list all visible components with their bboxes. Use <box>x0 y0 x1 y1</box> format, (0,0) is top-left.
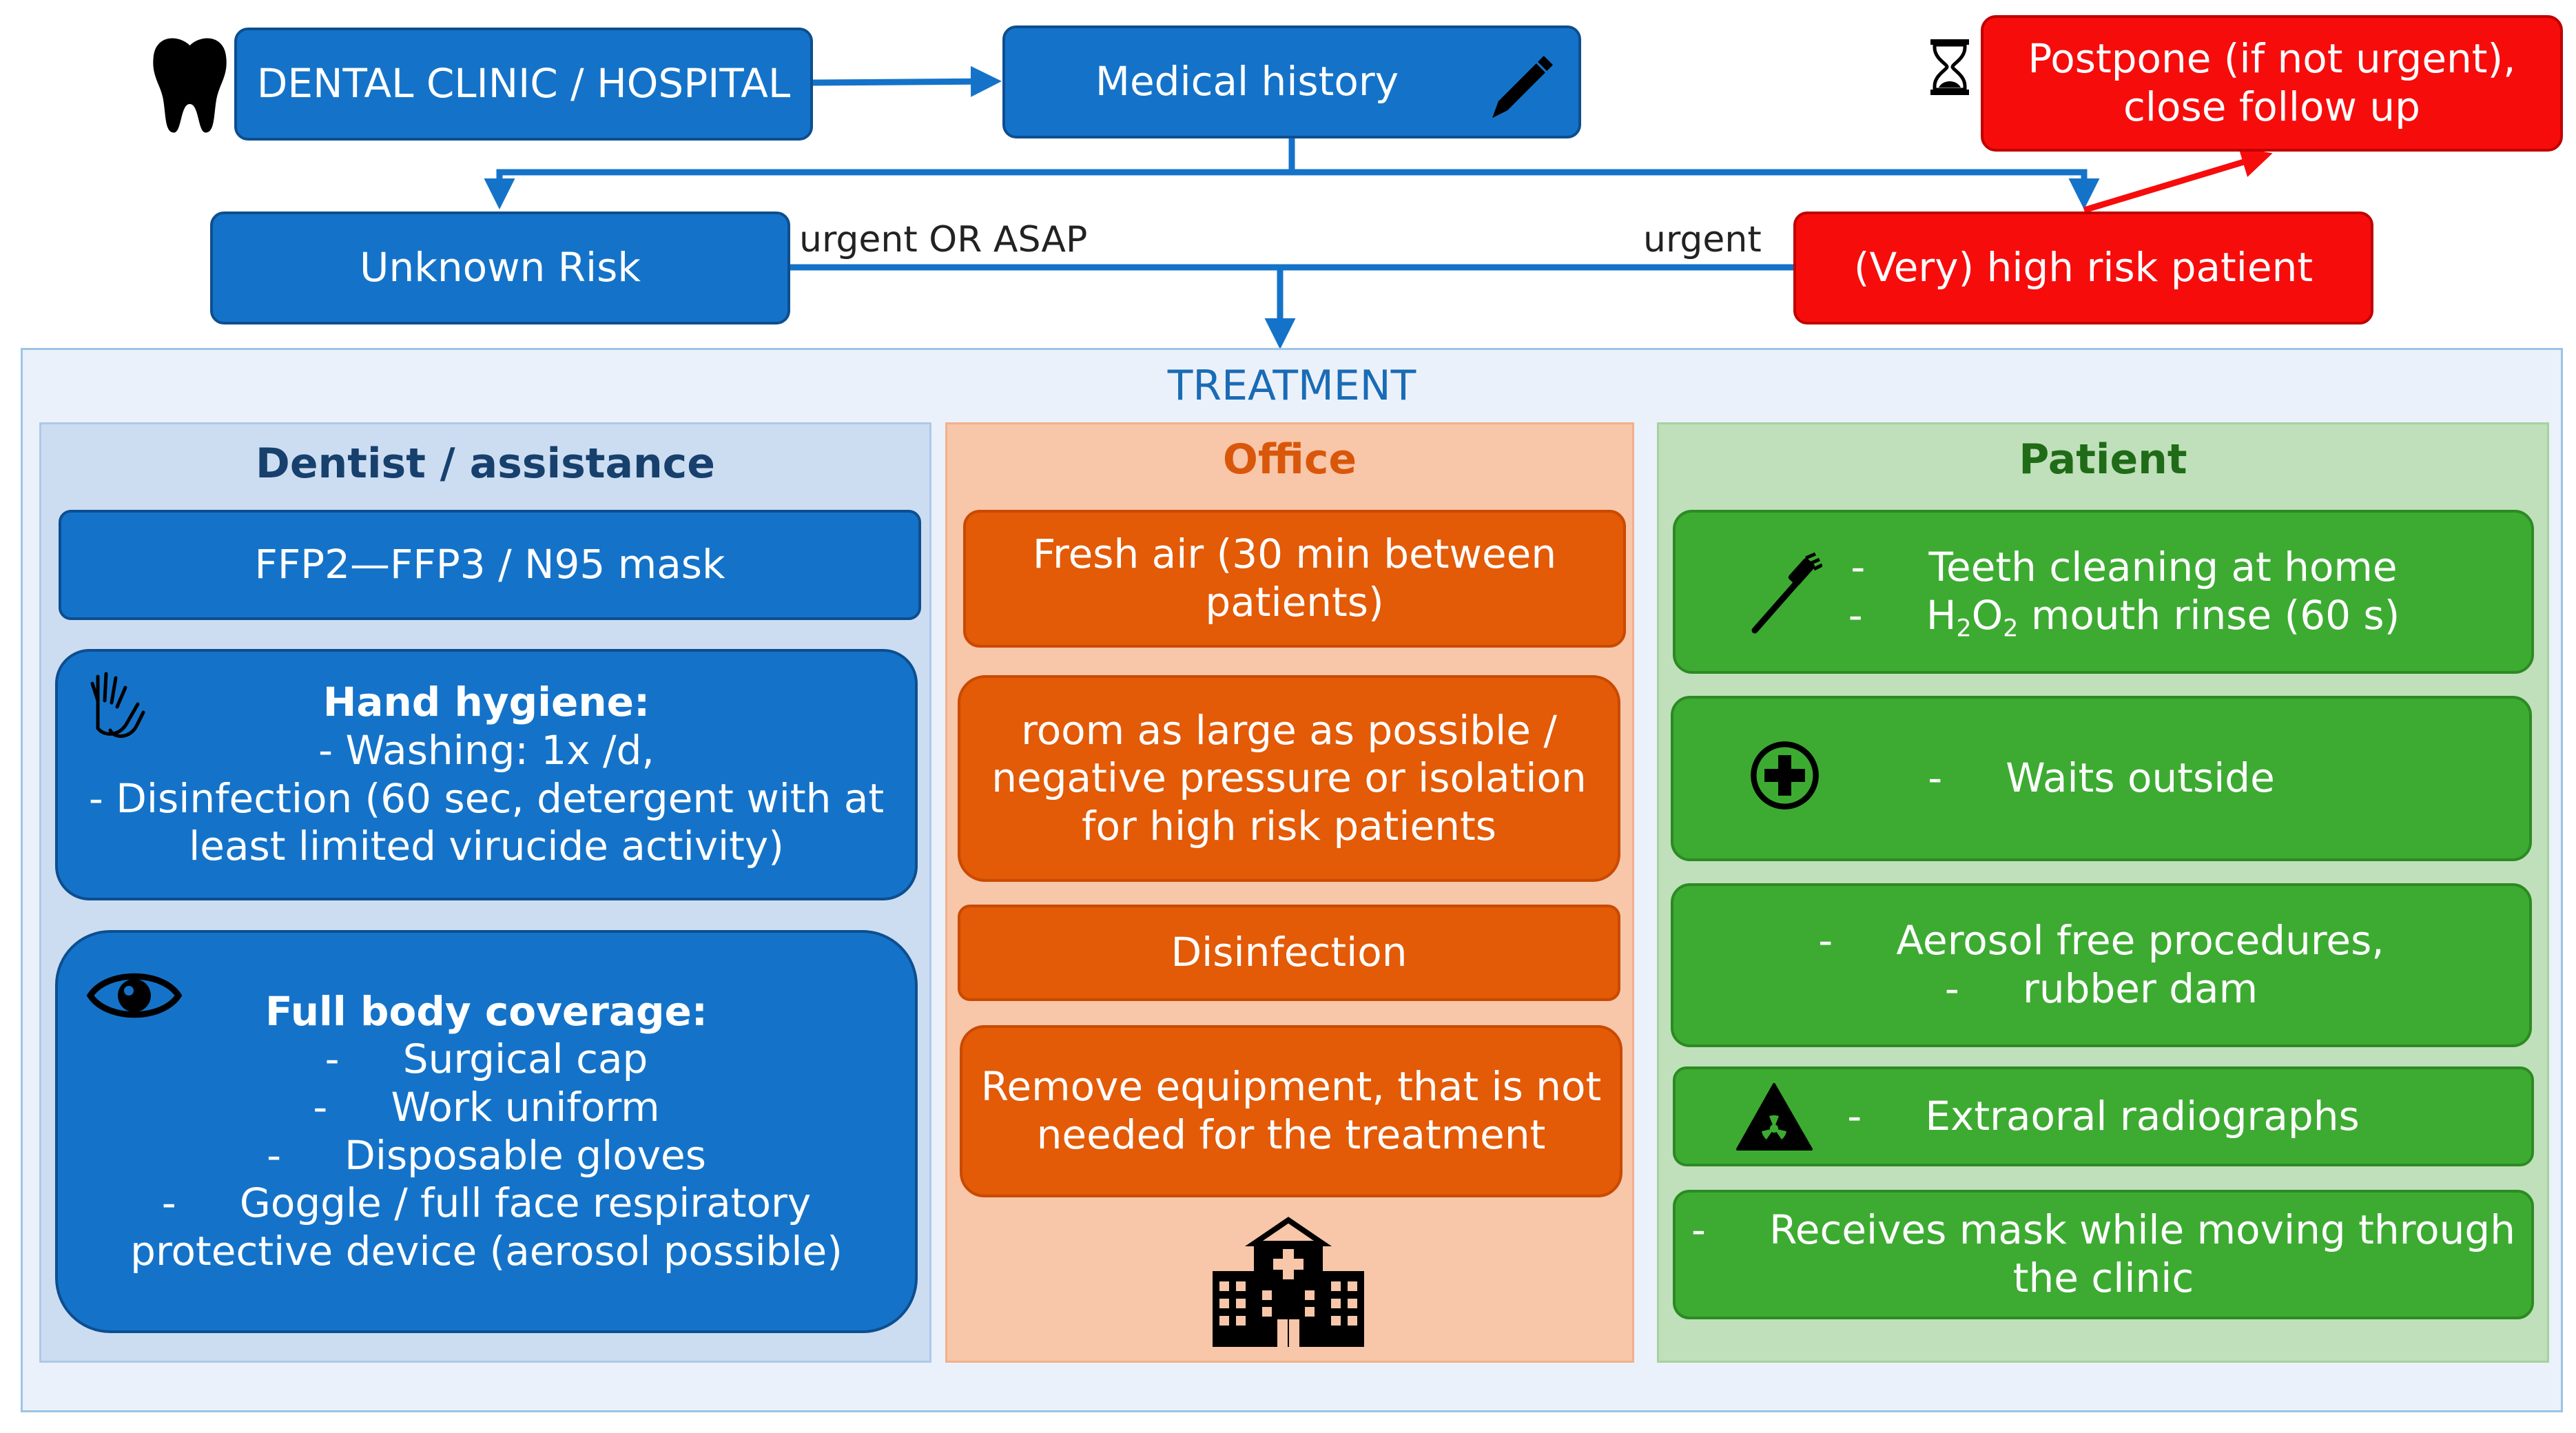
teeth-cleaning-box: - Teeth cleaning at home - H2O2 mouth ri… <box>1673 510 2534 674</box>
urgent-label: urgent <box>1643 219 1762 260</box>
unknown-risk-label: Unknown Risk <box>360 244 641 291</box>
aerosol-line-1: - Aerosol free procedures, <box>1818 917 2384 965</box>
receives-mask-box: - Receives mask while moving through the… <box>1673 1190 2534 1319</box>
radiation-icon <box>1735 1082 1814 1155</box>
hand-hygiene-title: Hand hygiene: <box>322 679 650 726</box>
full-body-line-5: protective device (aerosol possible) <box>130 1227 843 1275</box>
fresh-air-line-1: Fresh air (30 min between <box>1032 530 1557 578</box>
mask-label: FFP2—FFP3 / N95 mask <box>254 541 725 588</box>
dentist-title: Dentist / assistance <box>256 440 715 488</box>
hand-hygiene-line-1: - Washing: 1x /d, <box>318 726 655 774</box>
rinse-subscript-2: 2 <box>2003 615 2019 643</box>
postpone-line-1: Postpone (if not urgent), <box>2028 35 2516 83</box>
radiographs-label: - Extraoral radiographs <box>1847 1092 2360 1140</box>
full-body-line-4: - Goggle / full face respiratory <box>161 1179 812 1227</box>
aerosol-line-2: - rubber dam <box>1944 965 2258 1012</box>
rinse-suffix: mouth rinse (60 s) <box>2018 592 2400 639</box>
mouth-rinse-label: - H2O2 mouth rinse (60 s) <box>1848 592 2400 643</box>
mask-box: FFP2—FFP3 / N95 mask <box>59 510 921 620</box>
disinfection-box: Disinfection <box>958 905 1620 1001</box>
eye-icon <box>86 965 183 1029</box>
full-body-line-3: - Disposable gloves <box>267 1131 706 1179</box>
postpone-line-2: close follow up <box>2123 83 2420 130</box>
fresh-air-box: Fresh air (30 min between patients) <box>963 510 1626 648</box>
teeth-cleaning-label: - Teeth cleaning at home <box>1851 544 2398 591</box>
full-body-box: Full body coverage: - Surgical cap - Wor… <box>55 930 918 1333</box>
hand-hygiene-line-3: least limited virucide activity) <box>189 823 784 870</box>
waits-outside-label: - Waits outside <box>1928 754 2275 802</box>
full-body-line-2: - Work uniform <box>313 1083 660 1131</box>
arrow-to-high-risk <box>1292 169 2100 209</box>
full-body-title: Full body coverage: <box>265 987 708 1035</box>
room-line-2: negative pressure or isolation <box>991 754 1587 802</box>
postpone-box: Postpone (if not urgent), close follow u… <box>1981 15 2563 152</box>
rinse-prefix: - H <box>1848 592 1957 639</box>
fresh-air-line-2: patients) <box>1205 579 1384 626</box>
arrow-clinic-to-history <box>812 65 1002 97</box>
unknown-risk-box: Unknown Risk <box>210 212 790 324</box>
office-title: Office <box>1222 435 1357 484</box>
hand-icon <box>77 663 146 745</box>
hospital-icon <box>1206 1216 1371 1353</box>
hand-hygiene-box: Hand hygiene: - Washing: 1x /d, - Disinf… <box>55 649 918 900</box>
room-box: room as large as possible / negative pre… <box>958 675 1620 882</box>
disinfection-label: Disinfection <box>1171 929 1408 976</box>
room-line-3: for high risk patients <box>1082 802 1496 849</box>
remove-equipment-line-1: Remove equipment, that is not <box>980 1063 1602 1111</box>
hand-hygiene-line-2: - Disinfection (60 sec, detergent with a… <box>88 774 885 822</box>
clinic-label: DENTAL CLINIC / HOSPITAL <box>256 60 791 107</box>
treatment-title: TREATMENT <box>1167 362 1416 410</box>
medical-history-label: Medical history <box>1095 58 1399 105</box>
patient-title: Patient <box>2019 435 2187 484</box>
rinse-subscript-1: 2 <box>1956 615 1972 643</box>
full-body-line-1: - Surgical cap <box>324 1035 648 1083</box>
pencil-icon <box>1485 48 1560 127</box>
aerosol-box: - Aerosol free procedures, - rubber dam <box>1671 883 2532 1047</box>
remove-equipment-box: Remove equipment, that is not needed for… <box>960 1025 1622 1197</box>
arrow-high-to-postpone <box>2083 147 2273 214</box>
receives-mask-line-1: - Receives mask while moving through <box>1691 1206 2515 1254</box>
receives-mask-line-2: the clinic <box>2012 1255 2194 1301</box>
room-line-1: room as large as possible / <box>1021 706 1557 754</box>
arrow-to-unknown <box>484 169 1292 209</box>
remove-equipment-line-2: needed for the treatment <box>1036 1111 1546 1158</box>
hourglass-icon <box>1929 38 1970 99</box>
urgent-or-asap-label: urgent OR ASAP <box>799 219 1088 260</box>
tooth-icon <box>150 31 229 137</box>
high-risk-label: (Very) high risk patient <box>1853 244 2314 291</box>
high-risk-box: (Very) high risk patient <box>1793 212 2373 324</box>
medical-cross-icon <box>1749 739 1821 814</box>
radiographs-box: - Extraoral radiographs <box>1673 1066 2534 1166</box>
rinse-mid: O <box>1971 592 2003 639</box>
toothbrush-icon <box>1746 551 1824 640</box>
clinic-box: DENTAL CLINIC / HOSPITAL <box>234 28 813 141</box>
medical-history-box: Medical history <box>1002 25 1581 138</box>
